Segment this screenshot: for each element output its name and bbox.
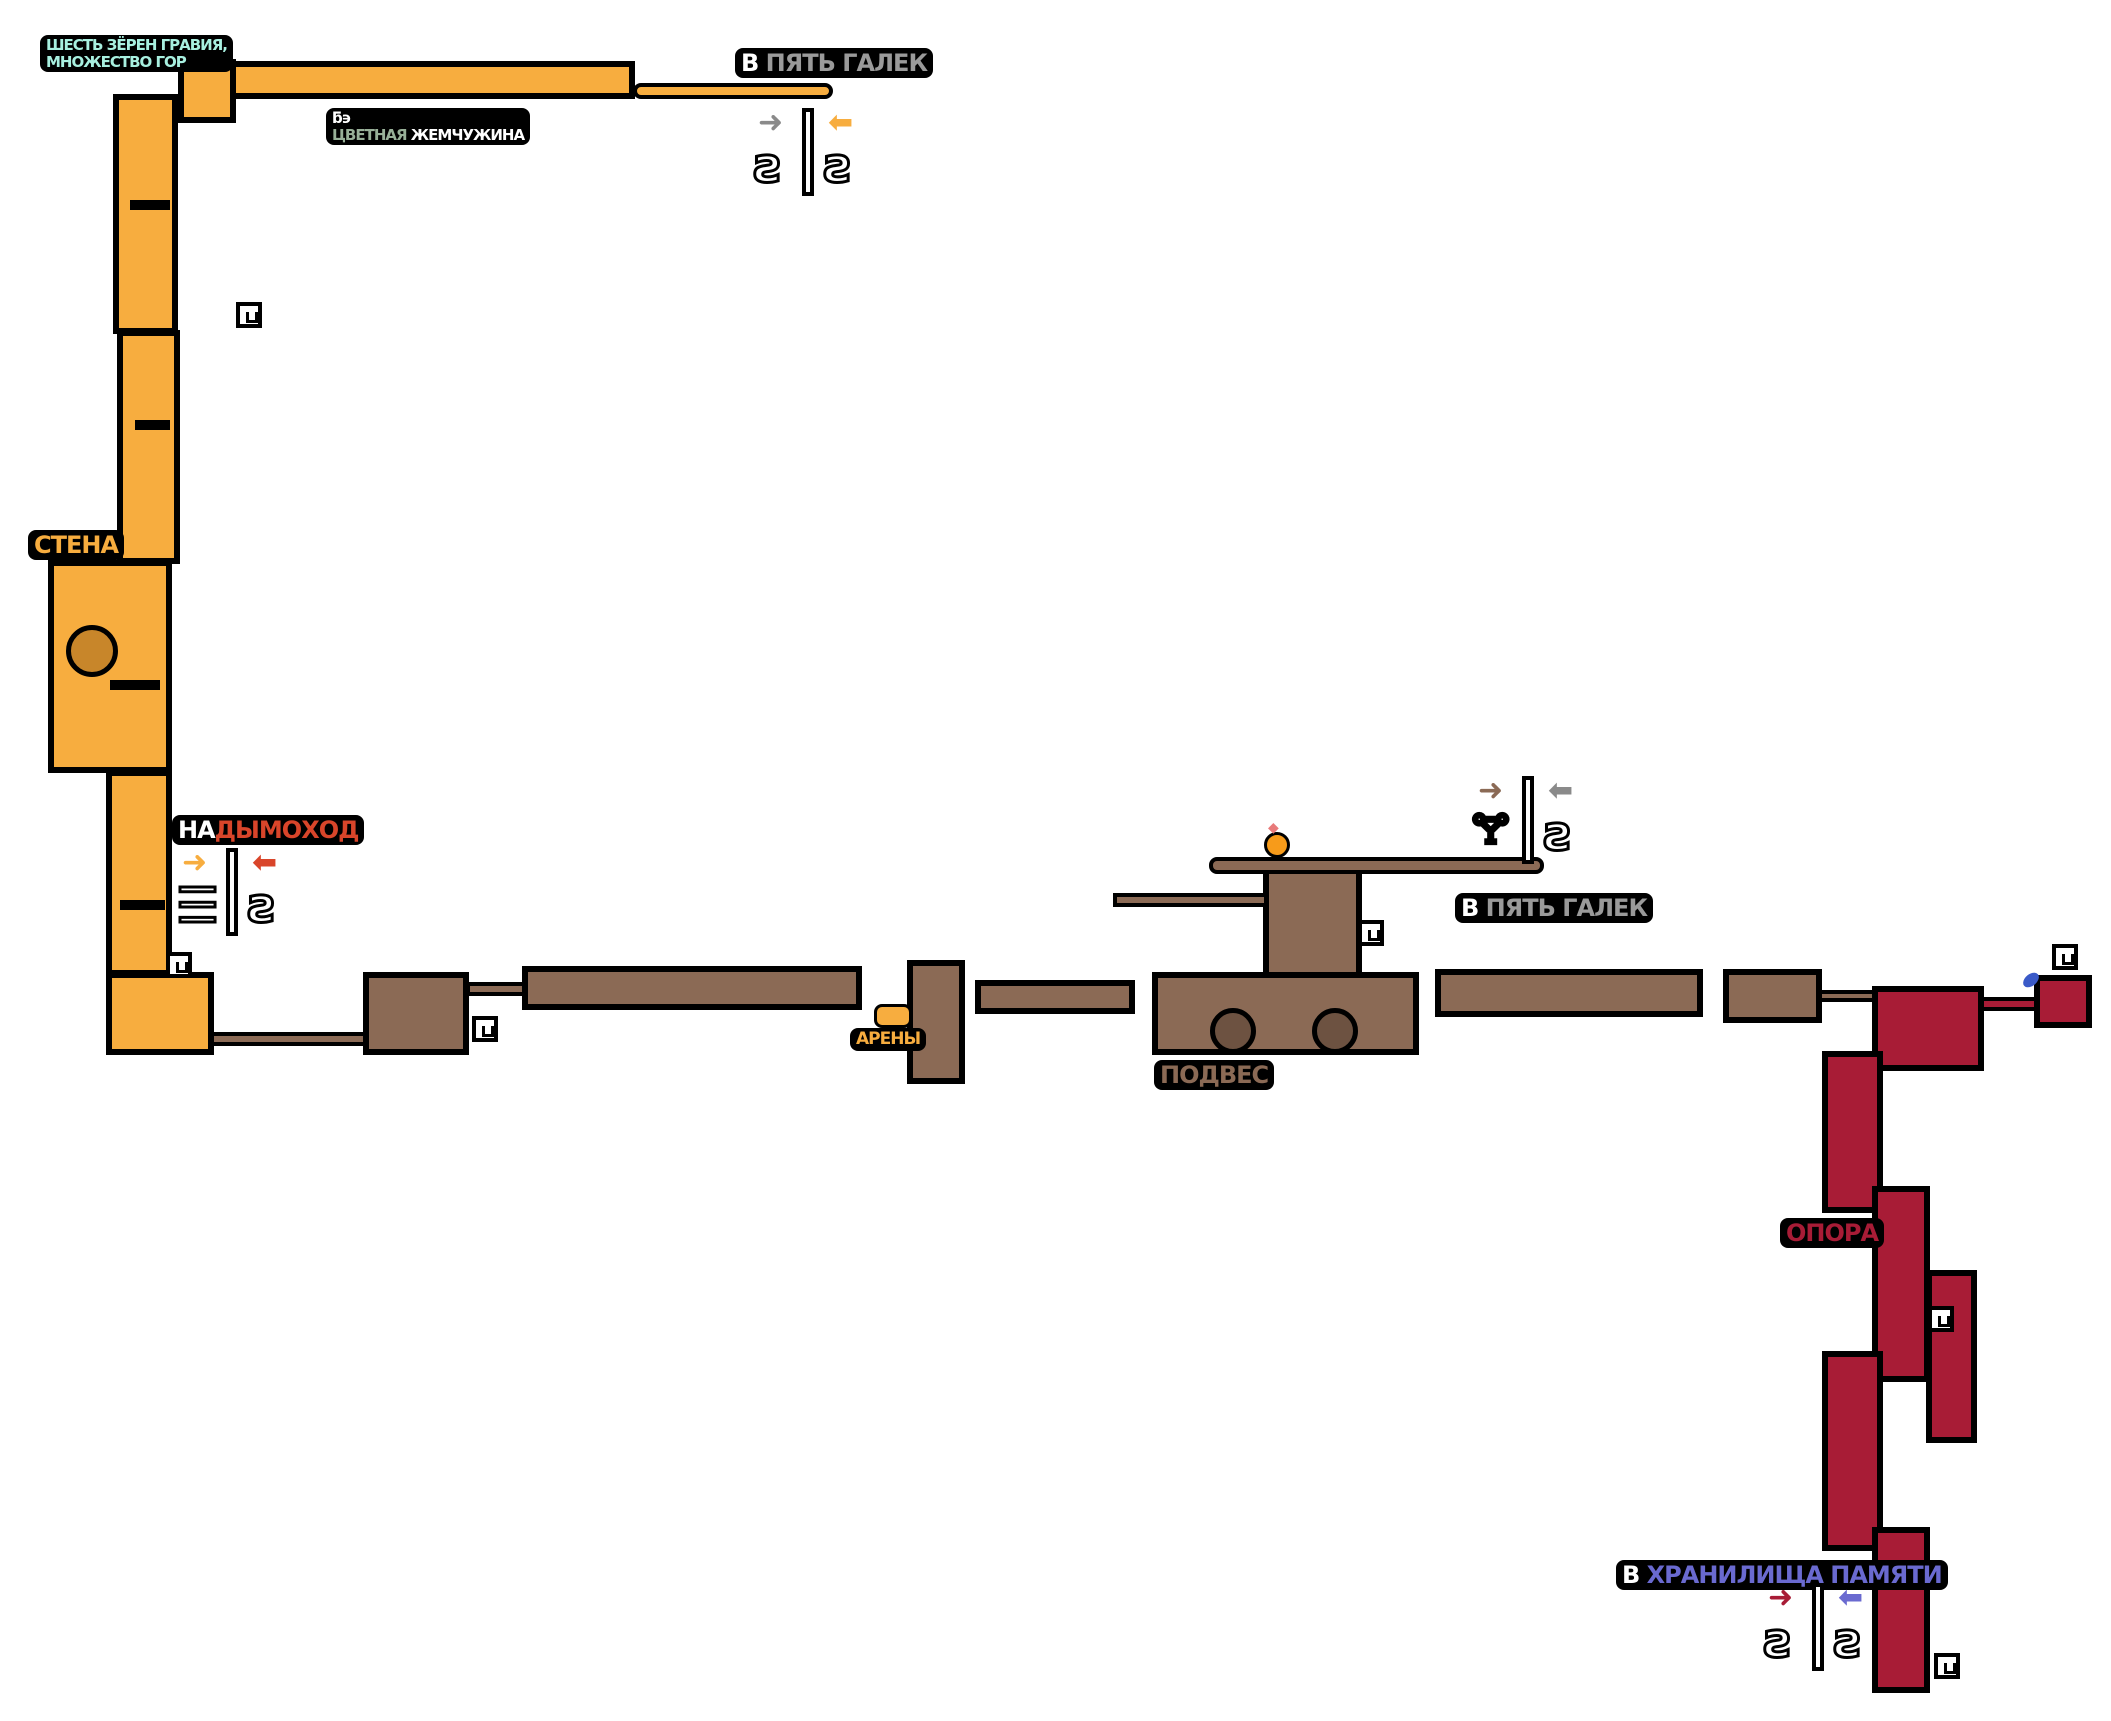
shelter-icon[interactable] (236, 302, 262, 328)
label-to-chimney[interactable]: НАДЫМОХОД (172, 815, 365, 846)
karma-gate-chimney[interactable]: ➜ ⬅ ☰ ƨ (174, 848, 294, 938)
tunnel-suspension-left (1113, 893, 1268, 907)
karma-symbol-icon: ☰ (174, 878, 220, 934)
label-prefix: В (1461, 894, 1479, 922)
label-start-shelter: ШЕСТЬ ЗЁРЕН ГРАВИЯ, МНОЖЕСТВО ГОР (40, 35, 233, 72)
label-to-five-pebbles-mid[interactable]: В ПЯТЬ ГАЛЕК (1455, 893, 1654, 924)
label-destination: ХРАНИЛИЩА ПАМЯТИ (1646, 1561, 1943, 1589)
room-wall-lower (106, 770, 172, 976)
gate-divider (226, 848, 238, 936)
karma-symbol-icon: 🝖 (1470, 807, 1510, 853)
gear-circle (1312, 1008, 1358, 1054)
room-support-side (1926, 1270, 1977, 1443)
slugcat-icon (1264, 832, 1290, 858)
tunnel-top-right (633, 83, 833, 99)
shelter-icon[interactable] (1934, 1653, 1960, 1679)
arrow-left-icon: ⬅ (1838, 1580, 1864, 1615)
room-arenas (907, 960, 965, 1084)
room-suspension-4 (1435, 969, 1703, 1017)
label-prefix: В (1622, 1561, 1640, 1589)
room-top-corridor (183, 61, 635, 99)
shelter-icon[interactable] (1358, 920, 1384, 946)
label-arenas: АРЕНЫ (850, 1028, 927, 1051)
label-suspension: ПОДВЕС (1154, 1060, 1275, 1091)
label-prefix: НА (178, 816, 216, 844)
room-suspension-column (1263, 866, 1362, 978)
wall-machinery (110, 680, 160, 690)
room-suspension-1 (363, 972, 469, 1055)
room-wall-upper (113, 94, 178, 334)
room-suspension-main (1152, 972, 1419, 1055)
wall-machinery (120, 900, 165, 910)
label-start-line2: МНОЖЕСТВО ГОР (46, 52, 187, 71)
karma-symbol-icon: ƨ (1833, 1613, 1865, 1669)
room-suspension-3 (975, 980, 1135, 1014)
room-support-3 (1822, 1351, 1883, 1551)
tunnel-wall-to-suspension (210, 1032, 370, 1046)
gate-divider (1812, 1583, 1824, 1671)
label-prefix: В (741, 49, 759, 77)
arrow-left-icon: ⬅ (1548, 773, 1574, 808)
room-suspension-5 (1723, 969, 1822, 1023)
label-destination: ПЯТЬ ГАЛЕК (1485, 894, 1648, 922)
tunnel-support-right (1980, 997, 2040, 1011)
room-wall-mid (117, 330, 180, 564)
wall-machinery (135, 420, 170, 430)
pearl-name: ЖЕМЧУЖИНА (410, 125, 525, 144)
label-destination: ДЫМОХОД (214, 816, 360, 844)
arrow-right-icon: ➜ (182, 845, 208, 880)
karma-symbol-icon: ƨ (1543, 806, 1575, 862)
karma-symbol-icon: ƨ (247, 878, 279, 934)
room-wall-bottom (106, 972, 214, 1055)
room-suspension-2 (522, 966, 862, 1010)
arrow-left-icon: ⬅ (828, 105, 854, 140)
label-start-line1: ШЕСТЬ ЗЁРЕН ГРАВИЯ, (46, 36, 228, 54)
karma-symbol-icon: ƨ (753, 138, 785, 194)
shelter-icon[interactable] (472, 1016, 498, 1042)
karma-symbol-icon: ƨ (823, 138, 855, 194)
label-pearl: ƃ϶ ЦВЕТНАЯ ЖЕМЧУЖИНА (326, 108, 531, 145)
shelter-icon[interactable] (1928, 1306, 1954, 1332)
karma-gate-mid[interactable]: ➜ ⬅ 🝖 ƨ (1470, 776, 1590, 866)
label-to-memory-vaults[interactable]: В ХРАНИЛИЩА ПАМЯТИ (1616, 1560, 1948, 1591)
gate-divider (802, 108, 814, 196)
tunnel-suspension (466, 982, 528, 996)
arena-token-icon (874, 1004, 912, 1028)
label-support: ОПОРА (1780, 1218, 1885, 1249)
tunnel-suspension-right (1818, 990, 1878, 1002)
wall-machinery (130, 200, 170, 210)
room-support-top (1872, 986, 1984, 1071)
gate-divider (1522, 776, 1534, 864)
karma-gate-top[interactable]: ➜ ⬅ ƨ ƨ (750, 108, 870, 198)
room-support-east (2034, 975, 2092, 1028)
label-destination: ПЯТЬ ГАЛЕК (765, 49, 928, 77)
arrow-left-icon: ⬅ (252, 845, 278, 880)
label-wall: СТЕНА (28, 530, 125, 561)
pearl-glyph: ƃ϶ (332, 109, 351, 127)
arrow-right-icon: ➜ (1768, 1580, 1794, 1615)
karma-symbol-icon: ƨ (1763, 1613, 1795, 1669)
gear-circle (1210, 1008, 1256, 1054)
karma-flower-icon: ◆ (1268, 820, 1279, 836)
arrow-right-icon: ➜ (758, 105, 784, 140)
label-to-five-pebbles-top[interactable]: В ПЯТЬ ГАЛЕК (735, 48, 934, 79)
shelter-icon[interactable] (166, 952, 192, 978)
tunnel-suspension-top (1209, 857, 1544, 874)
karma-gate-bottom[interactable]: ➜ ⬅ ƨ ƨ (1760, 1583, 1880, 1673)
shelter-icon[interactable] (2052, 944, 2078, 970)
pearl-prefix: ЦВЕТНАЯ (332, 125, 408, 144)
arrow-right-icon: ➜ (1478, 773, 1504, 808)
room-support-4 (1872, 1527, 1930, 1693)
wall-gear-circle (66, 625, 118, 677)
